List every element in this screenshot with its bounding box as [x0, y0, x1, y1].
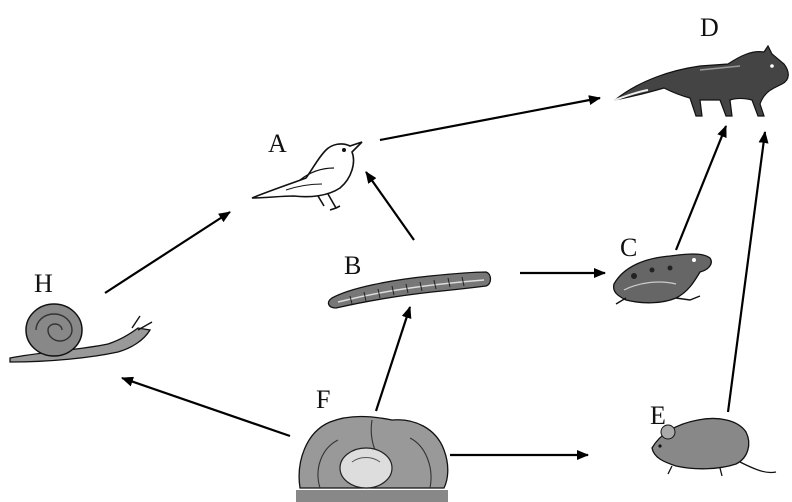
- snail-icon: [9, 303, 153, 363]
- arrow-b-to-a: [365, 171, 415, 241]
- node-label-e: E: [650, 401, 666, 430]
- arrow-f-to-h: [121, 376, 291, 438]
- node-label-b: B: [344, 251, 361, 280]
- bird-icon: [251, 141, 363, 211]
- node-label-f: F: [316, 385, 330, 414]
- mouse-icon: [651, 417, 777, 477]
- node-label-c: C: [620, 233, 637, 262]
- node-label-d: D: [700, 13, 719, 42]
- node-label-a: A: [268, 129, 287, 158]
- arrow-h-to-a: [104, 211, 231, 294]
- arrow-c-to-d: [674, 125, 728, 251]
- cabbage-icon: [296, 415, 449, 502]
- fox-icon: [614, 44, 789, 117]
- frog-icon: [612, 253, 712, 305]
- arrow-a-to-d: [379, 95, 601, 142]
- caterpillar-icon: [327, 271, 492, 309]
- arrow-e-to-d: [726, 131, 769, 413]
- node-label-h: H: [34, 269, 53, 298]
- arrow-f-to-b: [374, 306, 412, 412]
